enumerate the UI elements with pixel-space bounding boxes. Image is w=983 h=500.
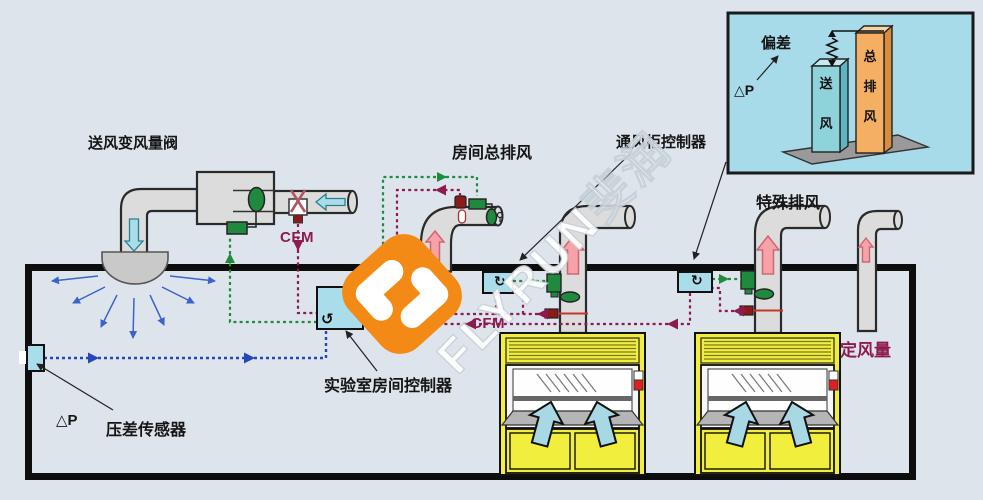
fume-hood-2 — [694, 332, 841, 476]
ceiling-diffuser — [51, 251, 216, 339]
supply-flow-sensor — [288, 189, 308, 224]
dp-sensor-box — [19, 344, 45, 372]
dp-sensor-label: 压差传感器 — [106, 422, 187, 439]
hood1-exhaust-valve — [544, 273, 588, 319]
fume-hood-1 — [499, 332, 646, 476]
duct-end-cap — [347, 190, 358, 214]
supply-air-bar — [810, 57, 850, 154]
exhaust-damper-blade — [485, 208, 498, 226]
leader-arrows — [36, 153, 727, 411]
room-controller-label: 实验室房间控制器 — [324, 378, 453, 395]
hood2-controller-box — [677, 271, 713, 293]
glass-reflection-lines — [536, 373, 597, 393]
supply-duct — [119, 170, 358, 258]
supply-damper-actuator — [226, 221, 248, 235]
green-setpoint-lines — [225, 172, 741, 324]
cfm-label-4: CFM — [471, 315, 505, 332]
pressure-signal-line — [44, 331, 328, 364]
deviation-leader-arrow — [756, 55, 779, 81]
glass-reflection-lines — [731, 373, 792, 393]
exhaust-up-arrow — [857, 236, 875, 263]
hood-base-cabinet — [700, 428, 835, 474]
loop-arrow-icon: ↺ — [321, 311, 334, 328]
intake-air-arrow — [527, 400, 565, 448]
hood-worktop — [500, 410, 645, 426]
intake-air-arrow — [778, 400, 816, 448]
damper-blade — [753, 288, 775, 300]
exhaust-up-arrow — [755, 234, 781, 275]
flow-sensor — [739, 305, 754, 316]
flow-sensor — [544, 308, 559, 319]
loop-arrow-icon: ↻ — [691, 272, 703, 288]
sash-handle-bar — [513, 396, 632, 401]
pressure-balance-inset — [726, 11, 975, 175]
exhaust-up-arrow — [560, 234, 586, 275]
deviation-spring — [824, 30, 884, 67]
supply-bar-label: 送风 — [819, 76, 833, 131]
supply-down-arrow — [123, 218, 145, 252]
hood-alarm-indicator — [828, 379, 839, 391]
x-valve-icon — [289, 189, 307, 213]
deviation-label: 偏差 — [761, 35, 792, 52]
intake-air-arrow — [583, 400, 621, 448]
room-exhaust-label: 房间总排风 — [452, 145, 533, 162]
total-exhaust-bar-label: 总排风 — [863, 49, 877, 124]
inset-dp-symbol: △P — [734, 82, 755, 98]
loop-arrow-icon: ↻ — [494, 273, 506, 289]
room-exhaust-duct — [419, 195, 504, 273]
special-exhaust-label: 特殊排风 — [756, 195, 821, 212]
supply-flow-arrow — [314, 192, 346, 212]
hood-alarm-indicator — [633, 379, 644, 391]
fume-hood2-exhaust-duct — [753, 204, 831, 335]
sash-handle-bar — [708, 396, 827, 401]
hood2-exhaust-valve — [739, 270, 783, 316]
fume-hood1-exhaust-duct — [558, 204, 636, 335]
hood1-controller-box — [482, 271, 514, 294]
hood-base-cabinet — [505, 428, 640, 474]
constant-volume-duct — [856, 209, 903, 333]
hood-controller-label: 通风柜控制器 — [616, 134, 707, 151]
exhaust-damper-actuator — [468, 198, 487, 210]
supply-vav-label: 送风变风量阀 — [88, 135, 179, 152]
diffused-air-arrows — [51, 275, 216, 339]
dp-symbol: △P — [56, 412, 78, 429]
intake-air-arrow — [722, 400, 760, 448]
exhaust-flow-sensor — [454, 195, 467, 209]
cfm-label-1: CFM — [280, 229, 314, 246]
constant-volume-label: 定风量 — [840, 341, 891, 360]
supply-damper-blade — [247, 186, 266, 213]
damper-blade — [559, 291, 581, 303]
hood-worktop — [695, 410, 840, 426]
